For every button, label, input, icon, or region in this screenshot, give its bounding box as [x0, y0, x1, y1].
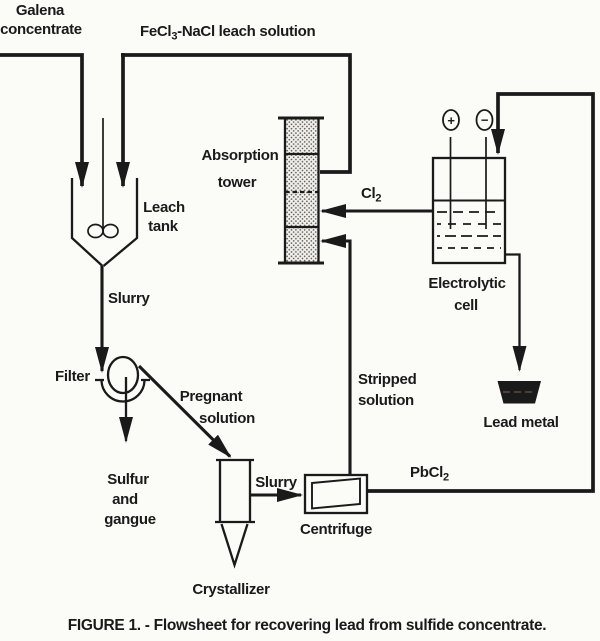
pregnant-solution-line	[137, 364, 232, 458]
stripped-solution-label-line1: Stripped	[358, 371, 417, 388]
crystallizer	[215, 458, 255, 569]
crystallizer-label: Crystallizer	[192, 581, 270, 598]
filter-label: Filter	[55, 368, 90, 385]
absorption-tower-label-line2: tower	[218, 174, 257, 191]
pregnant-solution-label-line2: solution	[199, 410, 255, 427]
crystallizer-walls	[218, 461, 252, 521]
cathode-terminal-circle	[475, 109, 494, 131]
lead-metal-label: Lead metal	[483, 414, 558, 431]
stream-lines	[0, 53, 595, 502]
agitator-impeller-right	[102, 223, 119, 239]
anode-terminal-circle	[442, 109, 460, 131]
leach-tank-label-line2: tank	[148, 218, 179, 235]
slurry-to-centrifuge-label: Slurry	[255, 474, 298, 491]
agitator-impeller-left	[87, 223, 104, 239]
sulfur-gangue-label-line2: and	[112, 491, 138, 508]
sulfur-gangue-label-line1: Sulfur	[107, 471, 149, 488]
tower-walls	[283, 118, 320, 263]
electrolytic-cell-label-line2: cell	[454, 297, 478, 314]
pregnant-solution-label-line1: Pregnant	[180, 388, 243, 405]
crystallizer-cone	[220, 523, 249, 569]
absorption-tower	[278, 116, 324, 265]
pbcl2-label: PbCl2	[410, 464, 449, 484]
galena-feed-line	[0, 53, 89, 188]
filter-drum	[106, 355, 140, 395]
sulfur-gangue-label-line3: gangue	[104, 511, 156, 528]
galena-label-line1: Galena	[16, 2, 65, 19]
electrode-rods	[449, 137, 487, 229]
pbcl2-loop-line	[367, 92, 595, 493]
tower-packing	[285, 118, 318, 263]
leach-tank-vessel	[70, 178, 139, 267]
leach-tank-label-line1: Leach	[143, 199, 185, 216]
cl2-label: Cl2	[361, 185, 381, 205]
figure-caption: FIGURE 1. - Flowsheet for recovering lea…	[68, 617, 547, 634]
absorption-tower-label-line1: Absorption	[202, 147, 279, 164]
centrifuge	[303, 473, 369, 515]
leach-solution-header-line	[121, 53, 352, 174]
lead-metal-line	[505, 253, 527, 372]
filter	[95, 355, 150, 403]
stripped-solution-label-line2: solution	[358, 392, 414, 409]
electrolytic-cell-label-line1: Electrolytic	[428, 275, 505, 292]
centrifuge-label: Centrifuge	[300, 521, 372, 538]
diagram-labels: Galena concentrate FeCl3-NaCl leach solu…	[0, 2, 559, 634]
cell-body	[431, 156, 507, 265]
centrifuge-basket	[311, 477, 361, 510]
lead-metal-product	[497, 381, 541, 404]
stripped-solution-line	[320, 234, 352, 475]
minus-icon: −	[481, 113, 489, 128]
leach-solution-label: FeCl3-NaCl leach solution	[140, 23, 315, 43]
electrolytic-cell: + −	[431, 109, 507, 265]
leach-tank	[70, 118, 139, 267]
plus-icon: +	[447, 113, 455, 128]
filter-trough	[100, 379, 146, 403]
slurry-to-filter-label: Slurry	[108, 290, 151, 307]
galena-label-line2: concentrate	[0, 21, 82, 38]
